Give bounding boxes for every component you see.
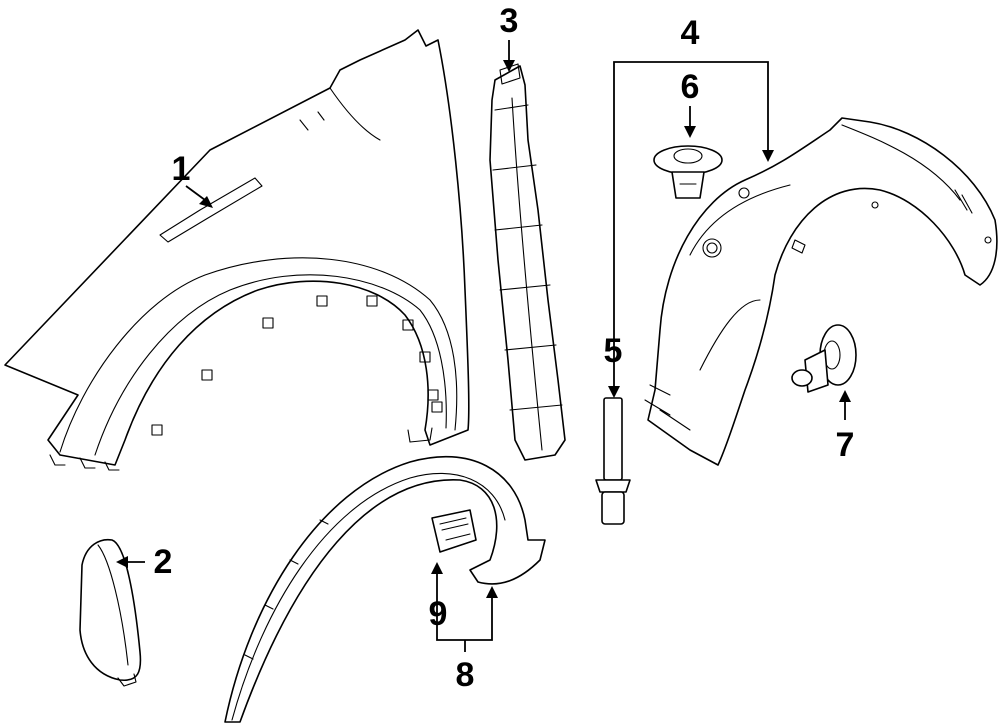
callout-9: 9 (429, 595, 448, 633)
trim-cover (79, 538, 142, 687)
fender (4, 29, 470, 471)
callout-5: 5 (604, 332, 623, 370)
callout-7: 7 (836, 426, 855, 464)
callout-4: 4 (681, 14, 700, 52)
wheel-arch-molding (224, 455, 546, 723)
leader-6 (684, 106, 696, 138)
leader-8 (431, 562, 498, 652)
callout-1: 1 (172, 150, 191, 188)
leader-2 (116, 556, 145, 568)
leader-3 (503, 40, 515, 72)
callout-8: 8 (456, 656, 475, 694)
leader-7 (839, 390, 851, 420)
push-pin (595, 397, 631, 525)
callout-3: 3 (500, 2, 519, 40)
leader-4 (608, 61, 774, 398)
bracket-seal (489, 63, 566, 461)
callout-6: 6 (681, 68, 700, 106)
callout-2: 2 (154, 543, 173, 581)
clip-fastener (791, 324, 857, 393)
fender-liner (644, 117, 998, 466)
leader-1 (185, 185, 213, 208)
grommet (653, 145, 723, 199)
small-bracket (431, 509, 477, 553)
